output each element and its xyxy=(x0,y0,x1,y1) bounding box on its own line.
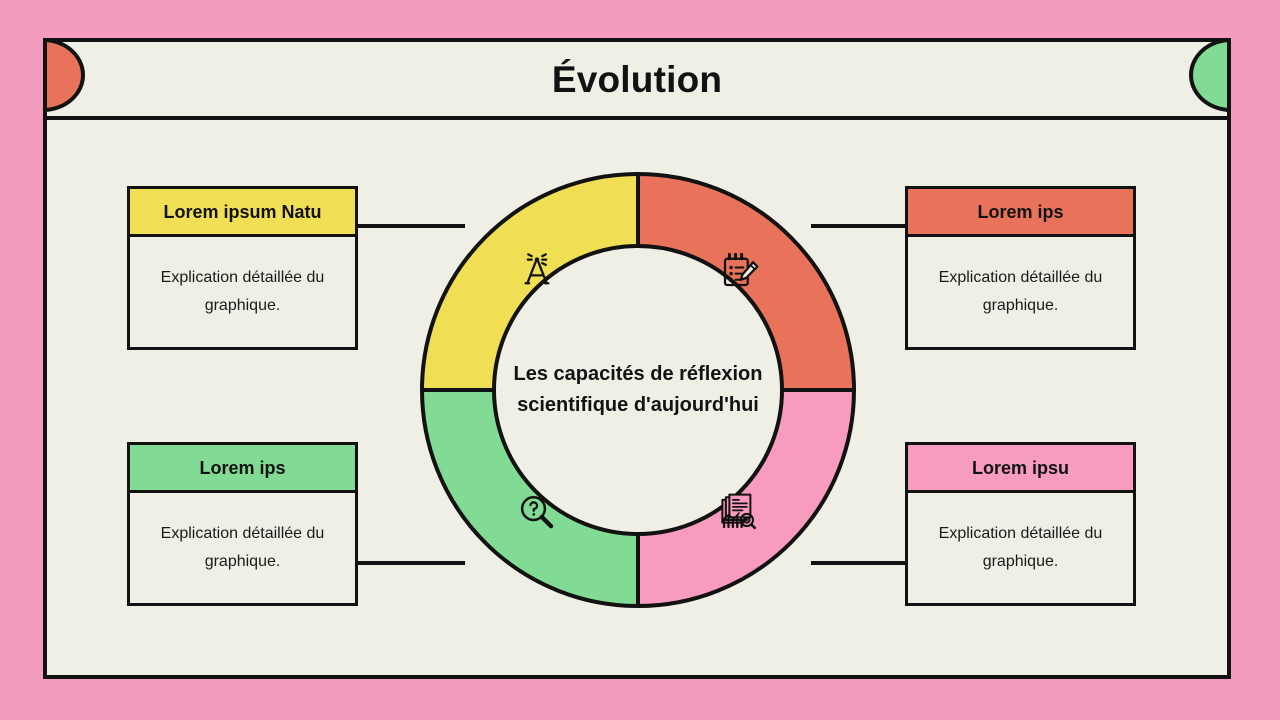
card-top-left-body: Explication détaillée du graphique. xyxy=(130,237,355,347)
card-bottom-left-title: Lorem ips xyxy=(199,457,286,478)
document-chart-search-icon xyxy=(718,492,760,534)
page-title: Évolution xyxy=(551,58,723,100)
drafting-compass-icon xyxy=(516,250,558,292)
donut-chart: Les capacités de réflexion scientifique … xyxy=(418,170,858,610)
card-top-left-title: Lorem ipsum Natu xyxy=(163,201,322,222)
card-top-right-header: Lorem ips xyxy=(908,189,1133,237)
half-circle-left-icon xyxy=(47,42,85,112)
card-bottom-left[interactable]: Lorem ips Explication détaillée du graph… xyxy=(127,442,358,606)
donut-segment-top-left[interactable] xyxy=(420,172,640,392)
card-bottom-right[interactable]: Lorem ipsu Explication détaillée du grap… xyxy=(905,442,1136,606)
slide-body: Les capacités de réflexion scientifique … xyxy=(43,120,1231,679)
card-top-right[interactable]: Lorem ips Explication détaillée du graph… xyxy=(905,186,1136,350)
connector-bottom-left xyxy=(355,561,465,565)
magnifier-question-icon xyxy=(516,492,558,534)
card-top-right-description: Explication détaillée du graphique. xyxy=(938,269,1103,314)
donut-svg xyxy=(420,172,856,608)
card-top-left-header: Lorem ipsum Natu xyxy=(130,189,355,237)
notepad-pencil-icon xyxy=(718,250,760,292)
card-bottom-right-title: Lorem ipsu xyxy=(971,457,1069,478)
card-bottom-right-header: Lorem ipsu xyxy=(908,445,1133,493)
card-top-left[interactable]: Lorem ipsum Natu Explication détaillée d… xyxy=(127,186,358,350)
card-top-right-title: Lorem ips xyxy=(977,201,1064,222)
card-bottom-left-header: Lorem ips xyxy=(130,445,355,493)
card-bottom-left-description: Explication détaillée du graphique. xyxy=(160,525,325,570)
slide-header-bar: Évolution xyxy=(43,38,1231,120)
connector-top-right xyxy=(811,224,907,228)
connector-top-left xyxy=(355,224,465,228)
half-circle-right-icon xyxy=(1189,42,1227,112)
connector-bottom-right xyxy=(811,561,907,565)
card-bottom-right-body: Explication détaillée du graphique. xyxy=(908,493,1133,603)
card-top-right-body: Explication détaillée du graphique. xyxy=(908,237,1133,347)
card-bottom-right-description: Explication détaillée du graphique. xyxy=(938,525,1103,570)
donut-segment-top-right[interactable] xyxy=(636,172,856,392)
card-top-left-description: Explication détaillée du graphique. xyxy=(160,269,325,314)
card-bottom-left-body: Explication détaillée du graphique. xyxy=(130,493,355,603)
